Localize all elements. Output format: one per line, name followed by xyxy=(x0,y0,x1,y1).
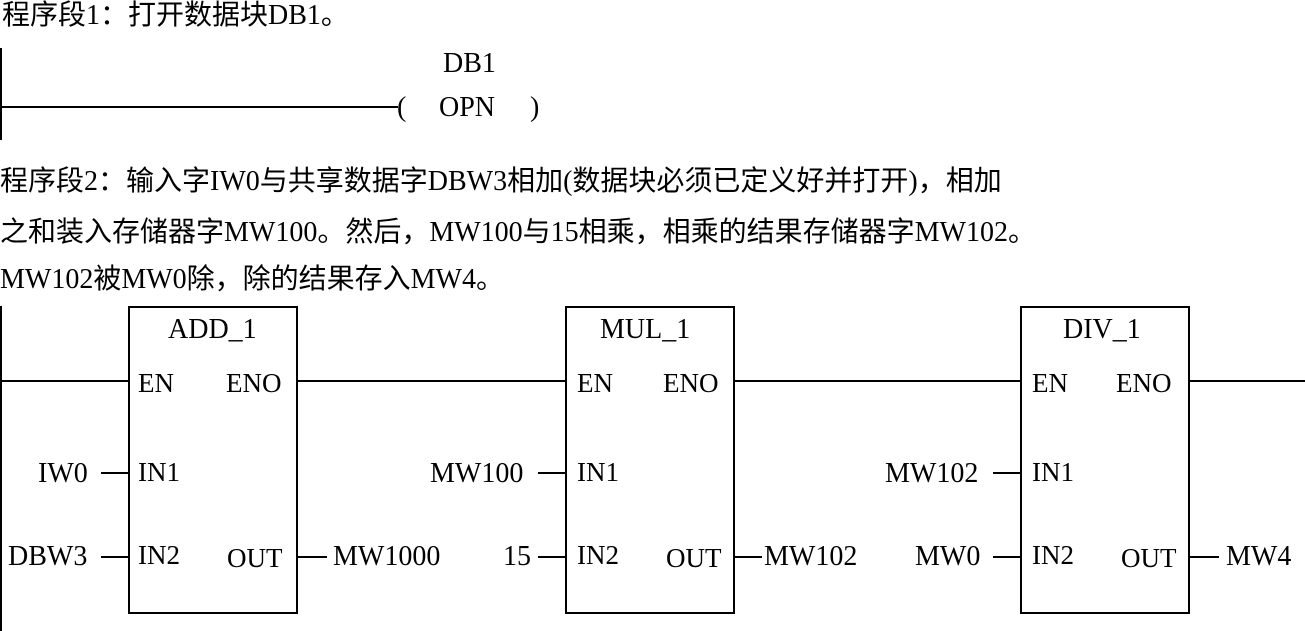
rung-wire-div-out xyxy=(1188,380,1305,382)
add-in1-wire xyxy=(101,472,129,474)
mul-pin-en: EN xyxy=(577,368,613,398)
mul-block xyxy=(565,306,735,614)
mul-in1-operand: MW100 xyxy=(430,458,524,489)
add-out-wire xyxy=(297,556,327,558)
div-pin-in1: IN1 xyxy=(1032,457,1074,487)
mul-in2-wire xyxy=(538,556,566,558)
add-pin-en: EN xyxy=(138,368,174,398)
network1-coil-right-paren: ) xyxy=(530,92,540,123)
network1-wire xyxy=(0,106,398,108)
network1-coil-operand: DB1 xyxy=(443,48,496,79)
div-in1-wire xyxy=(993,472,1021,474)
div-pin-out: OUT xyxy=(1121,543,1177,573)
rung-wire-add-to-mul xyxy=(296,380,566,382)
network1-power-rail xyxy=(0,48,2,140)
mul-pin-eno: ENO xyxy=(663,368,719,398)
add-in2-operand: DBW3 xyxy=(8,541,88,572)
rung-wire-rail-to-add xyxy=(0,380,129,382)
div-in2-wire xyxy=(993,556,1021,558)
mul-pin-out: OUT xyxy=(666,543,722,573)
div-block-title: DIV_1 xyxy=(1063,314,1141,345)
network2-caption-line2: 之和装入存储器字MW100。然后，MW100与15相乘，相乘的结果存储器字MW1… xyxy=(0,217,1036,248)
div-in1-operand: MW102 xyxy=(885,458,979,489)
network2-power-rail xyxy=(0,306,2,631)
add-block-title: ADD_1 xyxy=(168,314,257,345)
mul-block-title: MUL_1 xyxy=(600,314,691,345)
add-in2-wire xyxy=(101,556,129,558)
mul-in1-wire xyxy=(538,472,566,474)
add-block xyxy=(128,306,298,614)
div-block xyxy=(1020,306,1190,614)
mul-out-wire xyxy=(734,556,762,558)
div-in2-operand: MW0 xyxy=(915,541,981,572)
network1-caption: 程序段1：打开数据块DB1。 xyxy=(2,0,349,31)
add-pin-eno: ENO xyxy=(226,368,282,398)
network1-coil-left-paren: ( xyxy=(397,92,407,123)
add-pin-in1: IN1 xyxy=(138,457,180,487)
add-out-operand: MW1000 xyxy=(333,541,441,572)
mul-in2-operand: 15 xyxy=(503,541,531,572)
network2-caption-line3: MW102被MW0除，除的结果存入MW4。 xyxy=(0,264,504,295)
mul-out-operand: MW102 xyxy=(764,541,858,572)
div-pin-eno: ENO xyxy=(1116,368,1172,398)
div-pin-in2: IN2 xyxy=(1032,540,1074,570)
network1-coil-label: OPN xyxy=(439,92,496,123)
mul-pin-in2: IN2 xyxy=(577,540,619,570)
div-pin-en: EN xyxy=(1032,368,1068,398)
add-in1-operand: IW0 xyxy=(38,458,88,489)
rung-wire-mul-to-div xyxy=(733,380,1021,382)
add-pin-out: OUT xyxy=(227,543,283,573)
div-out-operand: MW4 xyxy=(1226,541,1292,572)
mul-pin-in1: IN1 xyxy=(577,457,619,487)
network2-caption-line1: 程序段2：输入字IW0与共享数据字DBW3相加(数据块必须已定义好并打开)，相加 xyxy=(0,166,1002,197)
add-pin-in2: IN2 xyxy=(138,540,180,570)
div-out-wire xyxy=(1189,556,1219,558)
